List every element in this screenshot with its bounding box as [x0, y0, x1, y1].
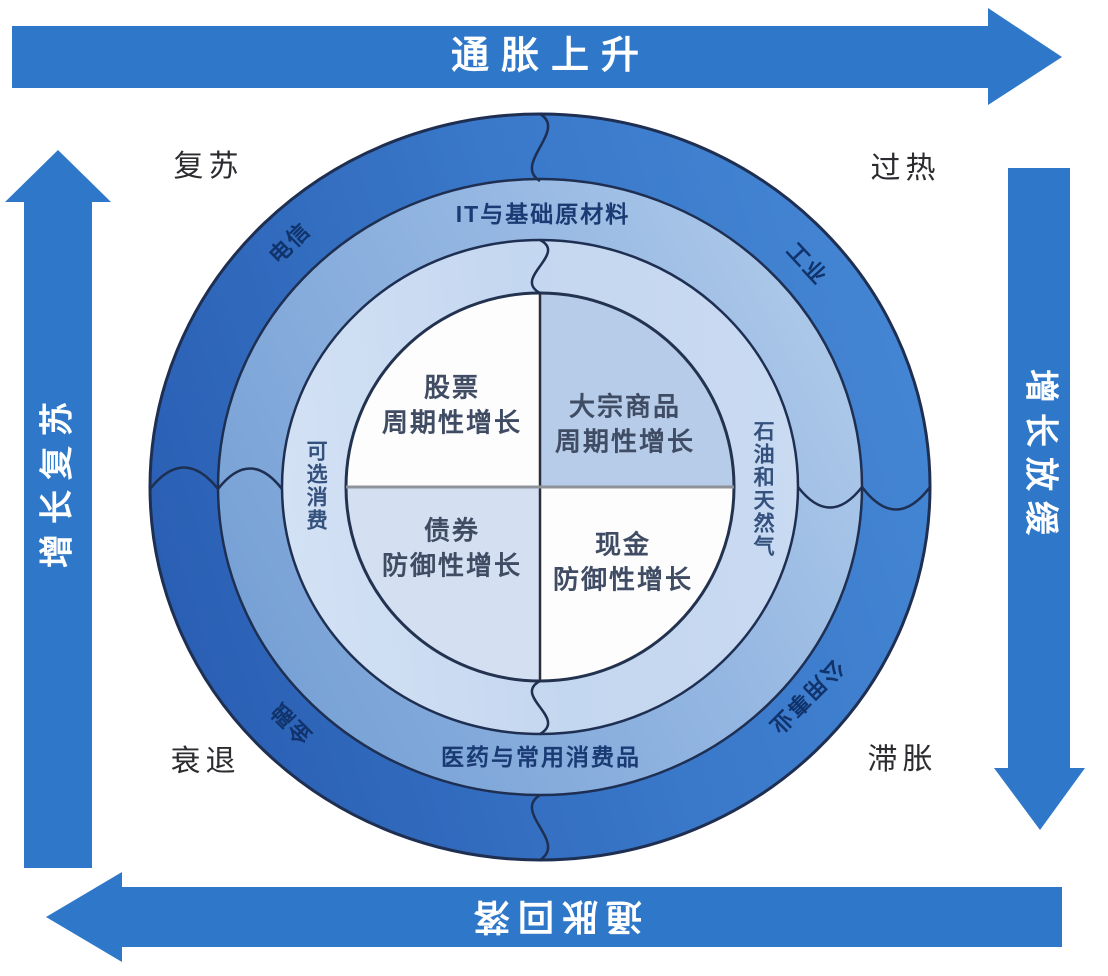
- pale-ring-bottom-divider: [530, 679, 550, 736]
- quadrant-commodities-asset: 大宗商品: [568, 391, 682, 422]
- inflation-falling-arrow: [46, 872, 1062, 962]
- quadrant-label-stocks: 股票 周期性增长: [381, 372, 523, 439]
- pale-ring-top-divider: [530, 238, 550, 295]
- sector-label-consumer-discretionary: 可选消费: [304, 440, 328, 532]
- outer-ring-left-divider: [149, 466, 219, 490]
- quadrant-commodities-style: 周期性增长: [554, 426, 696, 457]
- phase-label-recession: 衰退: [170, 744, 241, 778]
- quadrant-cash-asset: 现金: [594, 529, 652, 560]
- quadrant-label-commodities: 大宗商品 周期性增长: [554, 391, 696, 458]
- quadrant-label-cash: 现金 防御性增长: [552, 529, 694, 596]
- sector-label-oil-gas: 石油和天然气: [751, 420, 775, 558]
- quadrant-top-right-fill: [540, 293, 734, 487]
- phase-label-stagflation: 滞胀: [867, 742, 938, 776]
- quadrant-stocks-asset: 股票: [423, 372, 481, 403]
- axis-label-inflation-rising: 通胀上升: [450, 35, 652, 78]
- phase-label-overheat: 过热: [870, 151, 941, 185]
- outer-ring-right-divider: [861, 486, 931, 511]
- outer-ring-top-divider: [530, 112, 550, 183]
- inflation-rising-arrow: [12, 8, 1062, 105]
- quadrant-bottom-left-fill: [346, 487, 540, 681]
- growth-recovery-arrow: [5, 150, 111, 868]
- axis-label-inflation-falling: 通胀回落: [465, 896, 643, 938]
- phase-label-recovery: 复苏: [173, 149, 244, 183]
- growth-slowing-arrow: [994, 168, 1085, 830]
- sector-label-pharma-staples: 医药与常用消费品: [441, 743, 641, 770]
- quadrant-label-bonds: 债券 防御性增长: [381, 515, 523, 582]
- outer-ring-bottom-divider: [530, 793, 550, 862]
- middle-ring-right-divider: [797, 486, 863, 509]
- axis-label-growth-slowing: 增长放缓: [1021, 369, 1060, 545]
- quadrant-stocks-style: 周期性增长: [381, 407, 523, 438]
- middle-ring-left-divider: [217, 467, 283, 490]
- sector-label-it-basic-materials: IT与基础原材料: [455, 200, 631, 227]
- quadrant-bonds-asset: 债券: [423, 515, 481, 546]
- axis-label-growth-recovery: 增长复苏: [38, 392, 77, 568]
- quadrant-cash-style: 防御性增长: [552, 564, 694, 595]
- quadrant-bonds-style: 防御性增长: [381, 550, 523, 581]
